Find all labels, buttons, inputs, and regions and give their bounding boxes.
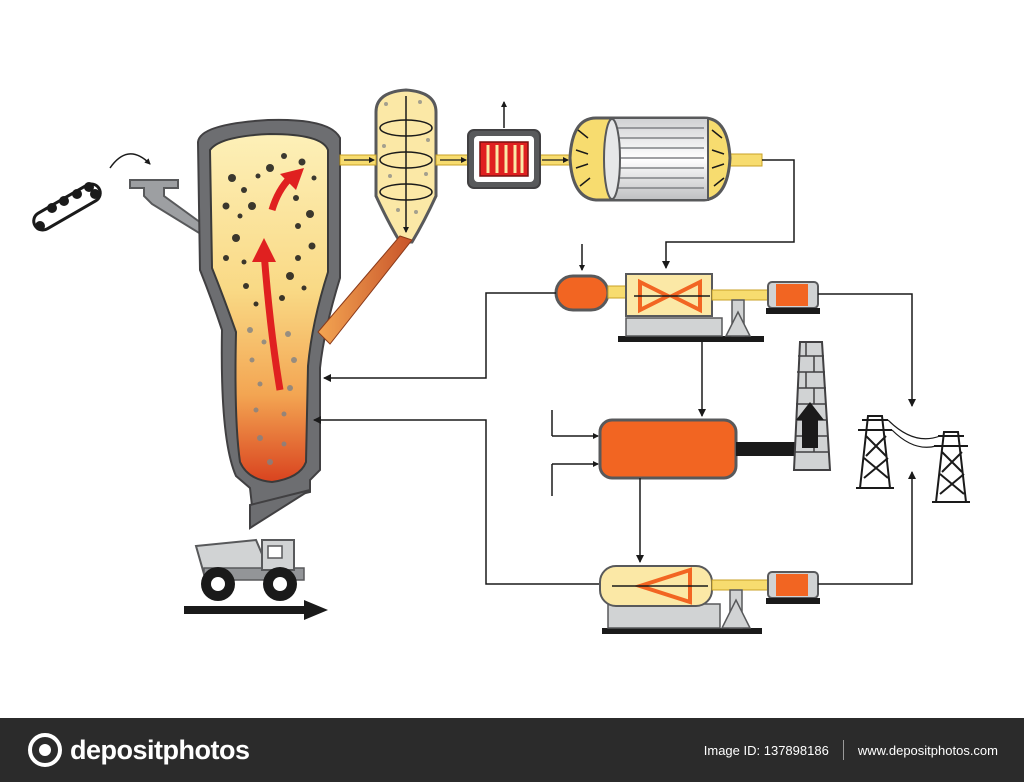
exhaust-stack <box>792 341 832 471</box>
brand-logo[interactable]: depositphotos <box>28 732 250 768</box>
power-line-2 <box>818 471 916 585</box>
website-link[interactable]: www.depositphotos.com <box>857 742 998 758</box>
transmission-pylons <box>856 415 970 503</box>
steam-return-upper <box>323 292 556 382</box>
stock-footer: depositphotos Image ID: 137898186 www.de… <box>0 718 1024 782</box>
image-id-label: Image ID: <box>703 742 761 758</box>
steam-turbine <box>599 565 769 634</box>
coal-hopper <box>129 179 210 238</box>
generator-2 <box>766 571 820 604</box>
generator-1 <box>766 281 820 314</box>
heat-recovery-boiler <box>551 410 802 496</box>
heat-exchanger <box>467 101 541 189</box>
image-meta: Image ID: 137898186 www.depositphotos.co… <box>704 740 998 760</box>
process-flow-diagram <box>32 88 970 634</box>
power-line-1 <box>818 293 916 407</box>
gasifier <box>196 118 341 530</box>
gas-turbine <box>618 273 769 342</box>
steam-return-lower <box>313 416 600 585</box>
filter-drum <box>568 116 732 202</box>
feed-arrow <box>109 153 151 169</box>
gas-pipe <box>339 153 763 167</box>
brand-logo-icon <box>28 733 62 767</box>
ash-removal-arrow <box>184 600 328 620</box>
air-compressor <box>554 244 627 312</box>
brand-name: depositphotos <box>70 734 250 765</box>
meta-divider <box>842 740 844 760</box>
solids-return-pipe <box>317 235 413 345</box>
image-id: 137898186 <box>763 742 829 758</box>
dump-truck <box>194 538 305 601</box>
coal-conveyor <box>32 182 102 232</box>
cyclone-separator <box>374 88 438 244</box>
gas-to-turbine-line <box>662 159 795 269</box>
